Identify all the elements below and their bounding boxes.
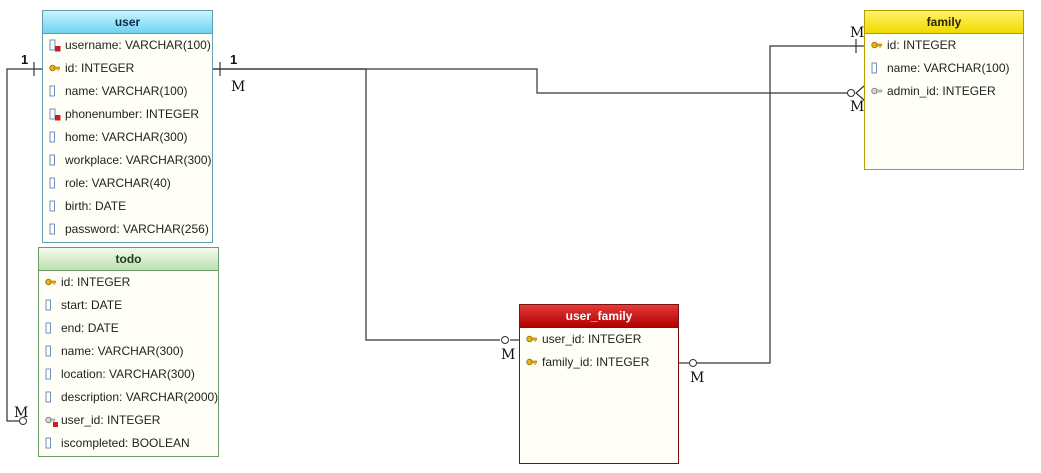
column-label: end: DATE — [61, 321, 119, 335]
label-user_family-user-many: M — [501, 347, 515, 363]
link-user-user_family — [213, 68, 500, 341]
link-user-todo — [6, 68, 42, 422]
column-icon — [45, 386, 59, 409]
column-label: location: VARCHAR(300) — [61, 367, 195, 381]
table-user-title: user — [43, 11, 212, 34]
column-label: id: INTEGER — [61, 275, 131, 289]
column-label: description: VARCHAR(2000) — [61, 390, 219, 404]
crowfoot-family-admin — [855, 85, 865, 101]
label-family-admin-many: M — [850, 99, 864, 115]
table-family[interactable]: family id: INTEGER name: VARCHAR(100) admi… — [864, 10, 1024, 170]
column-label: iscompleted: BOOLEAN — [61, 436, 190, 450]
column-row[interactable]: birth: DATE — [43, 195, 212, 218]
label-family-id-many: M — [850, 25, 864, 41]
column-row[interactable]: location: VARCHAR(300) — [39, 363, 218, 386]
column-icon — [45, 317, 59, 340]
table-user_family[interactable]: user_family user_id: INTEGER family_id: I… — [519, 304, 679, 464]
column-row[interactable]: name: VARCHAR(100) — [865, 57, 1023, 80]
column-icon — [49, 149, 63, 172]
column-row[interactable]: start: DATE — [39, 294, 218, 317]
column-label: role: VARCHAR(40) — [65, 176, 171, 190]
column-row[interactable]: iscompleted: BOOLEAN — [39, 432, 218, 455]
primary-key-icon — [526, 351, 540, 374]
column-label: workplace: VARCHAR(300) — [65, 153, 212, 167]
column-row[interactable]: end: DATE — [39, 317, 218, 340]
column-label: username: VARCHAR(100) — [65, 38, 211, 52]
column-row[interactable]: id: INTEGER — [39, 271, 218, 294]
column-row[interactable]: id: INTEGER — [865, 34, 1023, 57]
label-user_family-family-many: M — [690, 370, 704, 386]
column-label: password: VARCHAR(256) — [65, 222, 209, 236]
primary-key-icon — [49, 57, 63, 80]
column-row[interactable]: workplace: VARCHAR(300) — [43, 149, 212, 172]
label-user-family-one: 1 — [230, 52, 237, 67]
column-label: user_id: INTEGER — [61, 413, 161, 427]
column-label: birth: DATE — [65, 199, 127, 213]
column-row[interactable]: id: INTEGER — [43, 57, 212, 80]
table-user_family-title: user_family — [520, 305, 678, 328]
column-label: start: DATE — [61, 298, 123, 312]
column-label: name: VARCHAR(300) — [61, 344, 184, 358]
foreign-key-icon — [871, 80, 885, 103]
column-row[interactable]: username: VARCHAR(100) — [43, 34, 212, 57]
column-icon — [45, 363, 59, 386]
optional-marker-todo — [19, 417, 27, 425]
column-icon — [49, 195, 63, 218]
label-user-family-many: M — [231, 79, 245, 95]
column-label: family_id: INTEGER — [542, 355, 650, 369]
column-row[interactable]: home: VARCHAR(300) — [43, 126, 212, 149]
unique-column-icon — [49, 34, 63, 57]
table-user[interactable]: user username: VARCHAR(100) id: INTEGER na… — [42, 10, 213, 243]
label-user-todo-one: 1 — [21, 52, 28, 67]
foreign-key-not-null-icon — [45, 409, 59, 432]
column-row[interactable]: user_id: INTEGER — [520, 328, 678, 351]
column-icon — [45, 432, 59, 455]
primary-key-icon — [526, 328, 540, 351]
link-user-family-admin — [213, 68, 848, 94]
table-family-title: family — [865, 11, 1023, 34]
column-label: phonenumber: INTEGER — [65, 107, 200, 121]
column-row[interactable]: admin_id: INTEGER — [865, 80, 1023, 103]
column-icon — [49, 126, 63, 149]
column-icon — [45, 294, 59, 317]
column-row[interactable]: name: VARCHAR(100) — [43, 80, 212, 103]
column-row[interactable]: family_id: INTEGER — [520, 351, 678, 374]
column-row[interactable]: phonenumber: INTEGER — [43, 103, 212, 126]
column-icon — [49, 172, 63, 195]
column-label: user_id: INTEGER — [542, 332, 642, 346]
column-icon — [871, 57, 885, 80]
table-todo[interactable]: todo id: INTEGER start: DATE end: DATE name… — [38, 247, 219, 457]
column-label: name: VARCHAR(100) — [65, 84, 188, 98]
column-row[interactable]: name: VARCHAR(300) — [39, 340, 218, 363]
label-user-todo-many: M — [14, 405, 28, 421]
link-family-user_family — [697, 45, 864, 364]
column-row[interactable]: role: VARCHAR(40) — [43, 172, 212, 195]
column-icon — [49, 80, 63, 103]
optional-marker-family-admin — [847, 89, 855, 97]
primary-key-icon — [871, 34, 885, 57]
column-row[interactable]: user_id: INTEGER — [39, 409, 218, 432]
column-row[interactable]: description: VARCHAR(2000) — [39, 386, 218, 409]
column-label: id: INTEGER — [887, 38, 957, 52]
unique-column-icon — [49, 103, 63, 126]
column-label: admin_id: INTEGER — [887, 84, 996, 98]
column-label: id: INTEGER — [65, 61, 135, 75]
column-label: home: VARCHAR(300) — [65, 130, 188, 144]
primary-key-icon — [45, 271, 59, 294]
column-icon — [45, 340, 59, 363]
optional-marker-user_family-user — [501, 336, 509, 344]
table-todo-title: todo — [39, 248, 218, 271]
optional-marker-user_family-family — [689, 359, 697, 367]
column-row[interactable]: password: VARCHAR(256) — [43, 218, 212, 241]
column-label: name: VARCHAR(100) — [887, 61, 1010, 75]
column-icon — [49, 218, 63, 241]
